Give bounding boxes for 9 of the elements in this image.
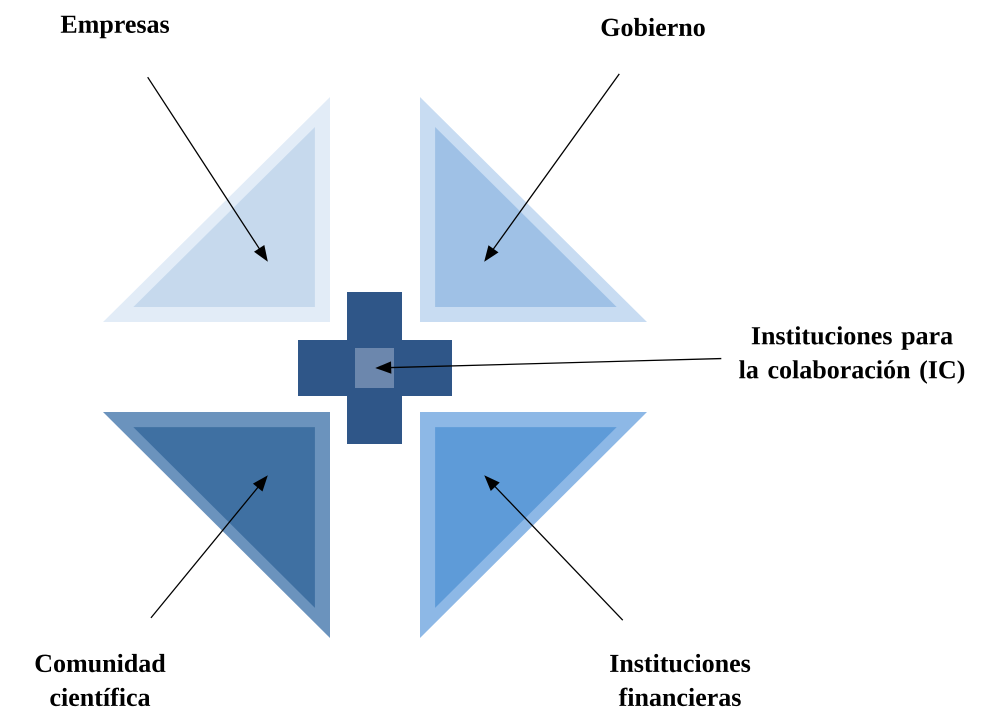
- label: Comunidad científica: [36, 654, 166, 706]
- label: Instituciones para la colaboración (IC): [739, 326, 964, 384]
- triangle: [103, 97, 330, 322]
- label: Gobierno: [602, 18, 705, 36]
- label: Empresas: [60, 16, 170, 38]
- label: Instituciones financieras: [610, 654, 750, 706]
- triangle: [420, 97, 647, 322]
- triangle: [103, 412, 330, 638]
- triangle: [420, 412, 647, 638]
